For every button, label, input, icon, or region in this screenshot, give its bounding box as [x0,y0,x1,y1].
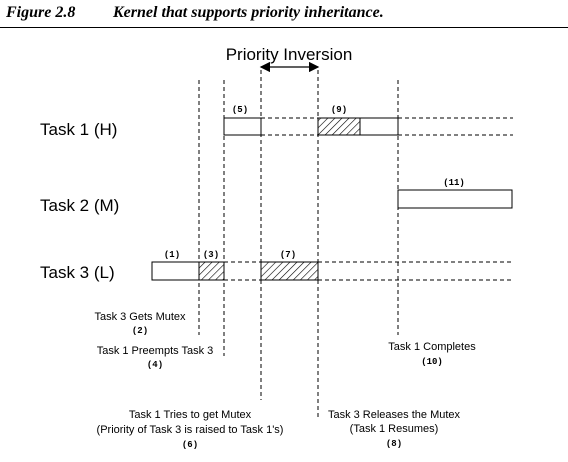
task3-lane [151,261,513,281]
title-rule [0,27,568,28]
step-tag-5: (5) [232,105,248,115]
task3-block-3-hatched [198,261,225,281]
figure-number: Figure 2.8 [6,4,76,21]
figure-title: Kernel that supports priority inheritanc… [113,4,384,21]
event-tries-line2: (Priority of Task 3 is raised to Task 1'… [97,424,284,436]
task2-block-11 [397,189,513,209]
task1-label: Task 1 (H) [40,120,117,139]
step-tag-11: (11) [443,178,465,188]
step-tag-3: (3) [203,250,219,260]
task3-label: Task 3 (L) [40,263,115,282]
event-releases-num: (8) [386,439,402,449]
task1-block-5 [223,117,262,136]
task3-block-1 [151,261,200,281]
task1-block-9-hatched [317,117,361,136]
event-preempts: Task 1 Preempts Task 3 [97,345,214,357]
step-tag-9: (9) [331,105,347,115]
event-tries-num: (6) [182,440,198,450]
event-releases-line1: Task 3 Releases the Mutex [328,409,461,421]
event-preempts-num: (4) [147,360,163,370]
task2-label: Task 2 (M) [40,196,119,215]
event-releases-line2: (Task 1 Resumes) [350,423,439,435]
event-gets-mutex-num: (2) [132,326,148,336]
task1-block-9 [359,117,399,136]
step-tag-7: (7) [280,250,296,260]
step-tag-1: (1) [164,250,180,260]
event-completes-num: (10) [421,357,443,367]
task1-lane [223,117,513,136]
priority-inversion-heading: Priority Inversion [226,45,353,64]
event-completes: Task 1 Completes [388,341,476,353]
task2-lane [397,189,513,209]
event-tries-line1: Task 1 Tries to get Mutex [129,409,252,421]
event-gets-mutex: Task 3 Gets Mutex [94,311,186,323]
task3-block-7-hatched [260,261,319,281]
